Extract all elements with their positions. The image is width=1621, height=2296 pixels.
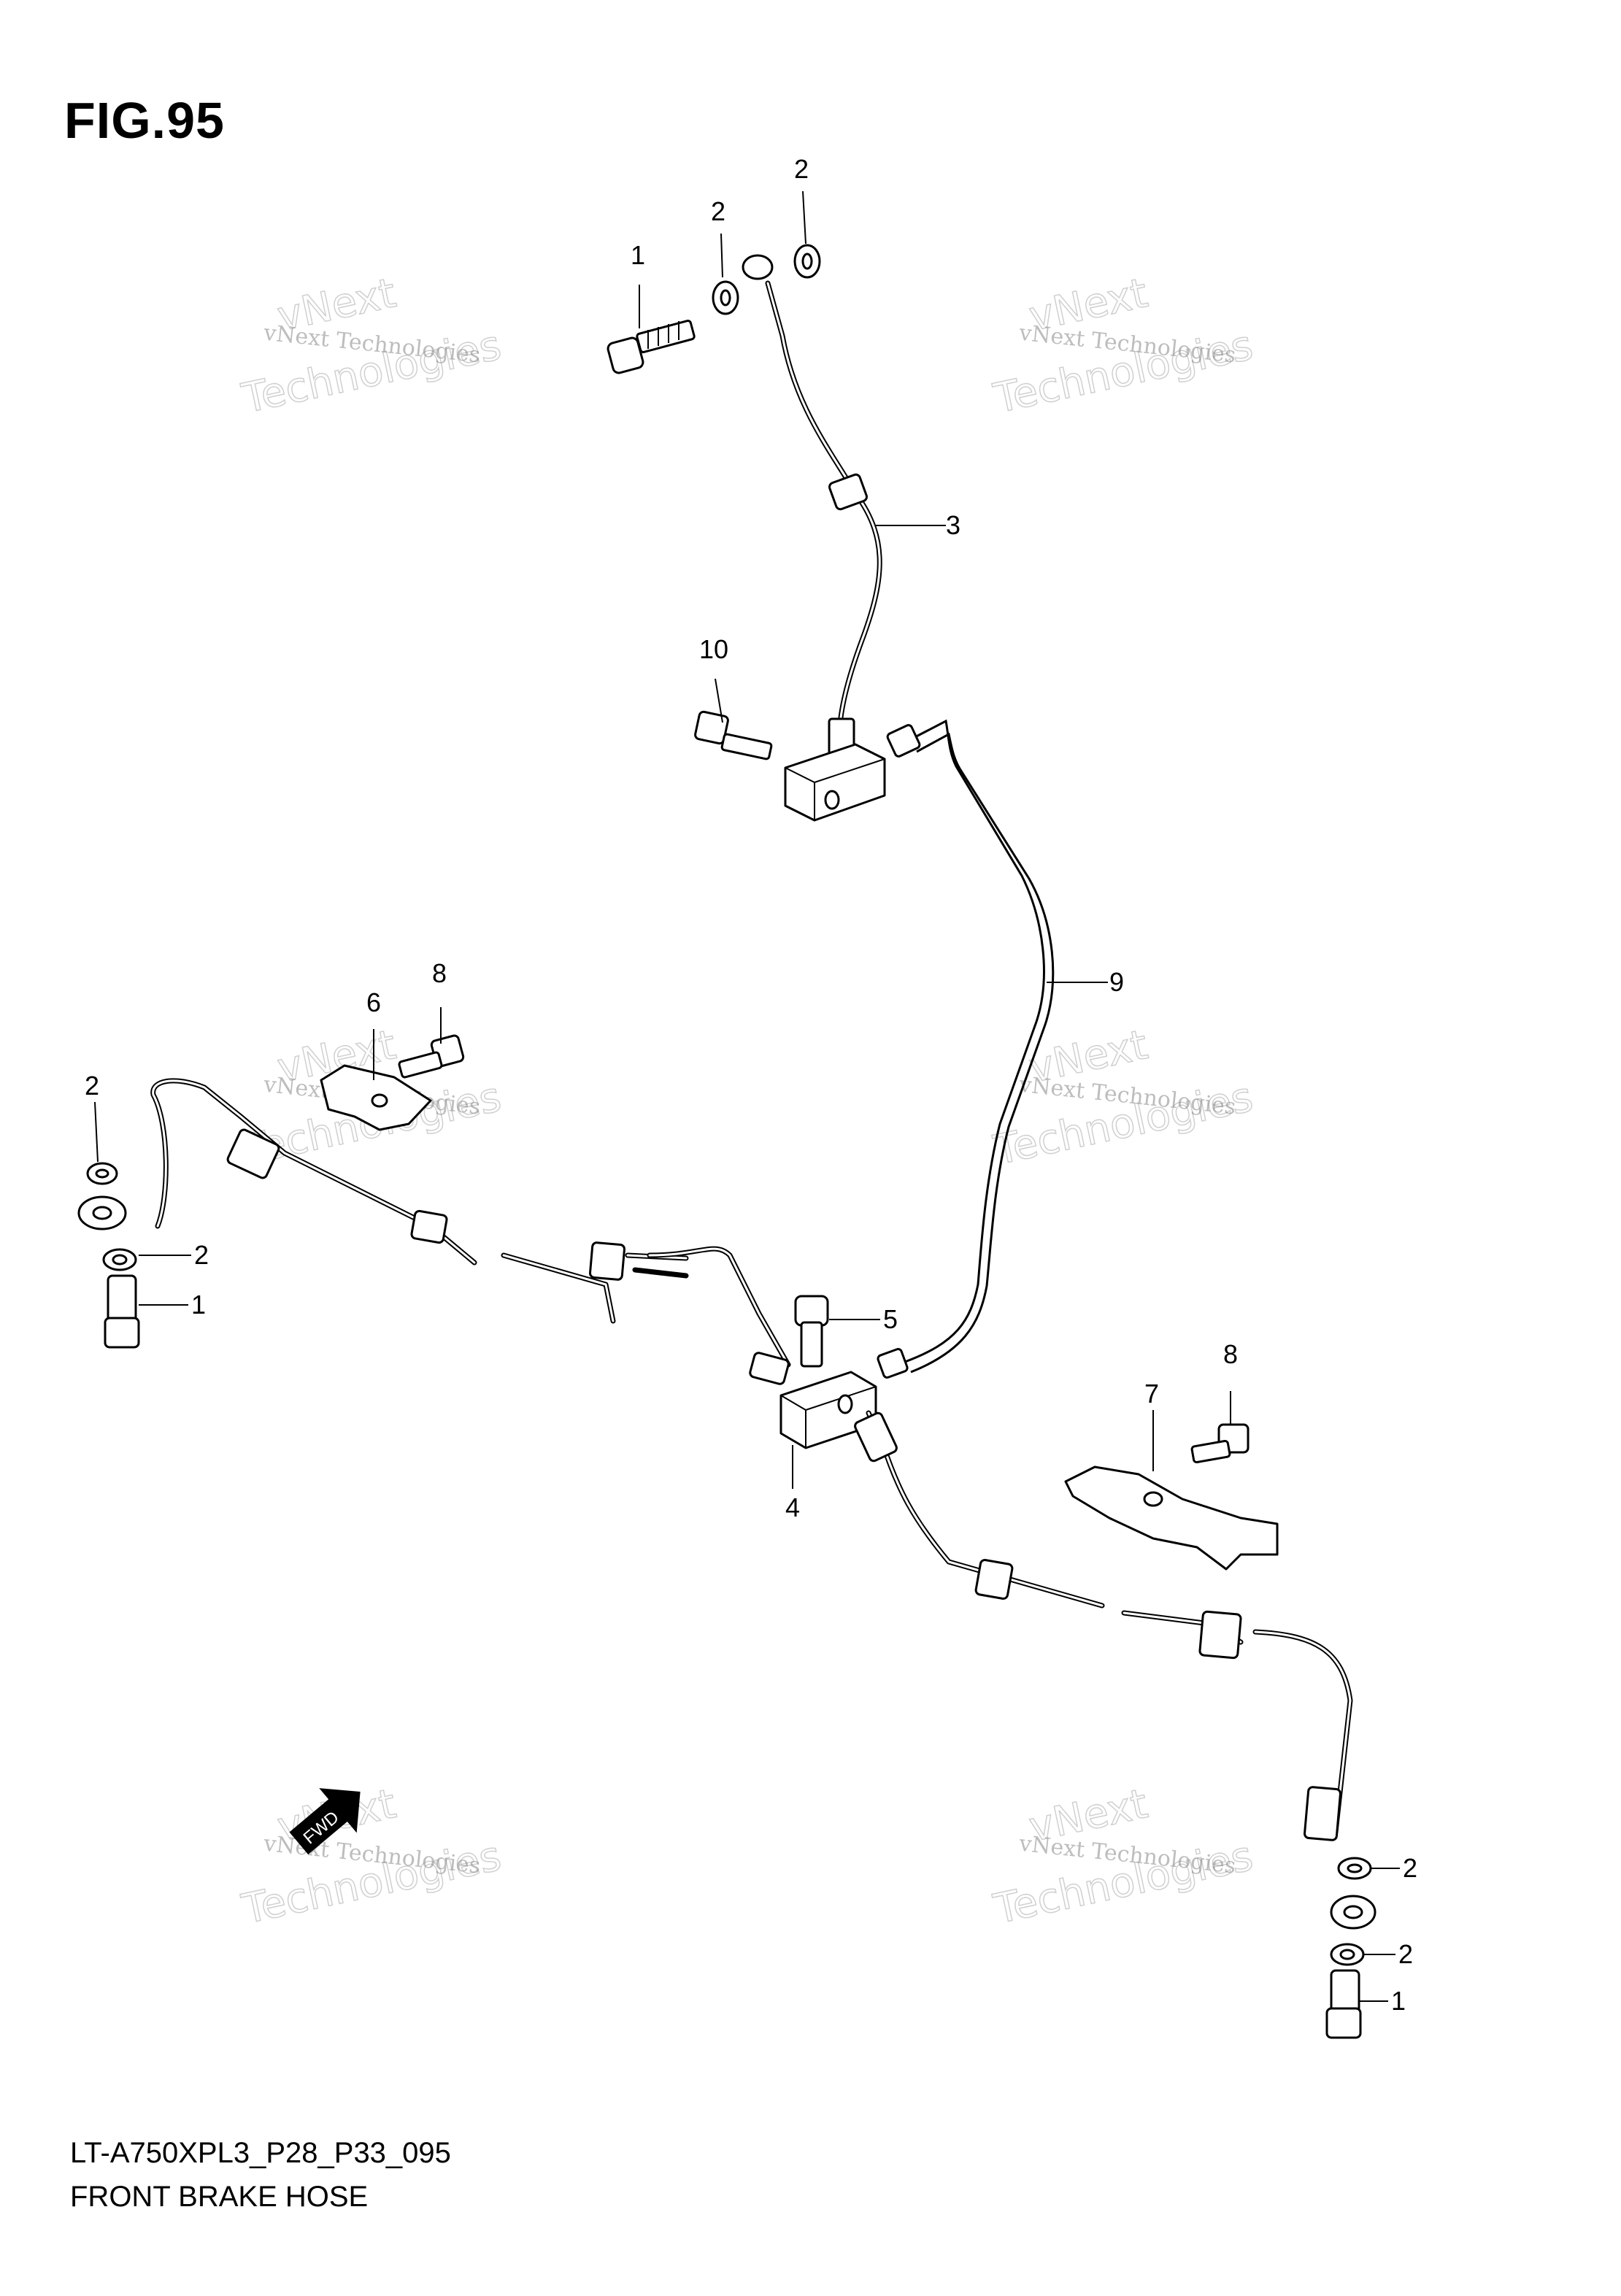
callout-3: 3 <box>946 510 960 540</box>
callout-2-right-a: 2 <box>1403 1853 1417 1883</box>
left-banjo-bolt <box>104 1274 140 1349</box>
upper-brake-hose <box>742 254 882 764</box>
figure-title: FIG.95 <box>64 92 225 149</box>
watermark-bottom-left: vNext Technologies vNext Technologies <box>237 1779 506 1934</box>
callout-8-right: 8 <box>1223 1339 1238 1369</box>
callout-8-left: 8 <box>432 958 447 988</box>
left-brake-hose <box>150 1078 791 1385</box>
right-banjo-fitting <box>1330 1895 1376 1930</box>
callout-7: 7 <box>1144 1379 1159 1409</box>
brake-pipe <box>877 719 1055 1379</box>
callouts: 1 2 2 3 10 9 6 8 2 2 1 5 4 7 8 2 2 1 <box>85 154 1417 2016</box>
watermark-top-right: vNext Technologies vNext Technologies <box>989 269 1258 423</box>
left-washer-b-hole <box>112 1254 128 1266</box>
watermark-mid-right: vNext Technologies vNext Technologies <box>989 1020 1258 1175</box>
callout-10: 10 <box>699 634 728 664</box>
callout-1-top: 1 <box>631 240 645 270</box>
left-washer-a-hole <box>95 1168 109 1179</box>
upper-joint-bolt <box>694 710 773 760</box>
left-bracket <box>320 1064 432 1131</box>
right-brake-hose <box>854 1410 1353 1841</box>
right-bracket <box>1064 1465 1279 1571</box>
top-washer-a-hole <box>720 289 731 307</box>
callout-2-left-a: 2 <box>85 1071 99 1101</box>
upper-joint-block <box>784 743 886 822</box>
callout-2-top-a: 2 <box>711 196 725 226</box>
model-code: LT-A750XPL3_P28_P33_095 <box>70 2137 451 2169</box>
callout-2-top-b: 2 <box>794 154 809 184</box>
top-banjo-bolt <box>607 320 696 374</box>
callout-9: 9 <box>1109 967 1124 997</box>
leader-lines <box>94 190 1400 2002</box>
callout-1-left: 1 <box>191 1290 206 1320</box>
right-banjo-bolt <box>1325 1969 1362 2039</box>
watermark-top-left: vNext Technologies vNext Technologies <box>237 269 506 423</box>
callout-2-right-b: 2 <box>1398 1939 1413 1969</box>
right-bracket-bolt <box>1190 1423 1250 1464</box>
left-banjo-fitting <box>77 1195 127 1230</box>
right-washer-b-hole <box>1339 1949 1355 1960</box>
watermark-bottom-right: vNext Technologies vNext Technologies <box>989 1779 1258 1934</box>
callout-5: 5 <box>883 1304 898 1334</box>
right-washer-a-hole <box>1347 1863 1363 1873</box>
callout-6: 6 <box>366 987 381 1017</box>
diagram-name: FRONT BRAKE HOSE <box>70 2181 369 2213</box>
callout-4: 4 <box>785 1492 800 1522</box>
callout-1-right: 1 <box>1391 1986 1406 2016</box>
callout-2-left-b: 2 <box>194 1240 209 1270</box>
top-washer-b-hole <box>801 253 813 270</box>
left-bracket-bolt <box>398 1034 465 1079</box>
center-joint-bolt <box>794 1295 829 1368</box>
